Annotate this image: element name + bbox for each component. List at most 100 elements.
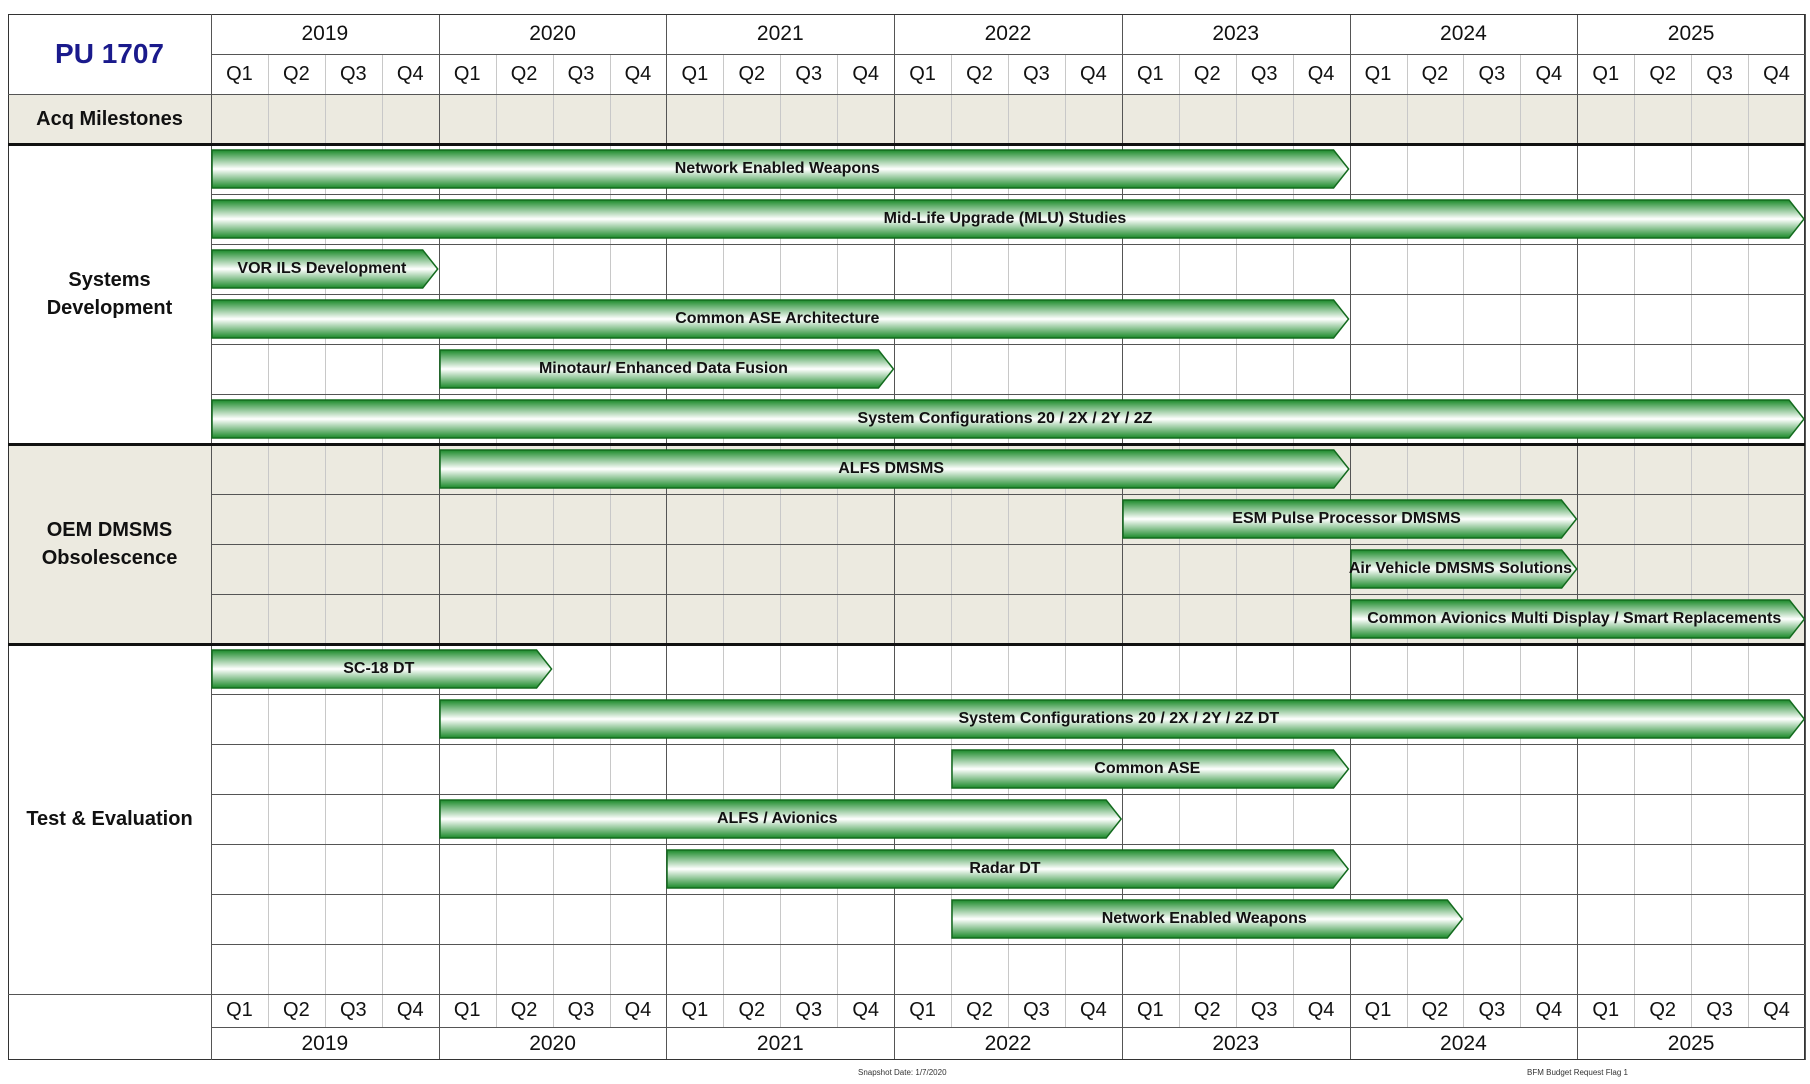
quarter-footer: Q4 — [1080, 999, 1107, 1021]
group-label: Test & Evaluation — [26, 808, 193, 830]
gantt-bar-label: System Configurations 20 / 2X / 2Y / 2Z … — [958, 710, 1280, 727]
year-gridline — [1577, 14, 1578, 1060]
quarter-footer: Q3 — [795, 999, 823, 1021]
gantt-bar: Common Avionics Multi Display / Smart Re… — [1349, 599, 1805, 639]
year-gridline — [1805, 14, 1806, 1060]
gantt-bar-arrow — [211, 649, 553, 689]
page-title: PU 1707 — [55, 38, 164, 69]
quarter-gridline — [1634, 54, 1635, 1027]
quarter-footer: Q1 — [681, 999, 709, 1021]
gantt-bar: Network Enabled Weapons — [211, 149, 1350, 189]
quarter-gridline — [723, 54, 724, 1027]
gantt-bar: Radar DT — [666, 849, 1350, 889]
gantt-bar-arrow — [211, 399, 1805, 439]
quarter-header: Q3 — [1706, 62, 1733, 85]
quarter-footer: Q2 — [1193, 999, 1221, 1021]
quarter-gridline — [1179, 54, 1180, 1027]
quarter-header: Q4 — [1080, 62, 1107, 85]
year-gridline — [439, 14, 440, 1060]
row-divider — [211, 244, 1805, 245]
quarter-footer: Q4 — [396, 999, 424, 1021]
quarter-header: Q3 — [567, 62, 595, 85]
gantt-bar-label: ESM Pulse Processor DMSMS — [1232, 510, 1461, 527]
row-divider — [211, 344, 1805, 345]
year-header: 2019 — [301, 22, 349, 45]
quarter-gridline — [1407, 54, 1408, 1027]
gantt-bar-label: VOR ILS Development — [237, 260, 407, 277]
quarter-footer: Q3 — [567, 999, 595, 1021]
quarter-gridline — [951, 54, 952, 1027]
group-divider — [8, 143, 1805, 146]
quarter-header: Q1 — [909, 62, 936, 85]
quarter-footer: Q1 — [1592, 999, 1620, 1021]
budget-flag: BFM Budget Request Flag 1 — [1527, 1068, 1628, 1077]
quarter-gridline — [1463, 54, 1464, 1027]
snapshot-date: Snapshot Date: 1/7/2020 — [858, 1068, 947, 1077]
year-header: 2024 — [1440, 22, 1487, 45]
row-divider — [211, 694, 1805, 695]
gantt-bar-label: ALFS / Avionics — [716, 810, 838, 827]
header-year-divider — [211, 54, 1805, 55]
quarter-header: Q3 — [339, 62, 367, 85]
quarter-footer: Q2 — [738, 999, 766, 1021]
quarter-gridline — [1293, 54, 1294, 1027]
gantt-bar-label: Air Vehicle DMSMS Solutions — [1348, 560, 1572, 577]
quarter-gridline — [1236, 54, 1237, 1027]
quarter-footer: Q1 — [1136, 999, 1164, 1021]
gantt-bar-arrow — [1122, 499, 1578, 539]
quarter-gridline — [780, 54, 781, 1027]
gantt-bar: ESM Pulse Processor DMSMS — [1122, 499, 1578, 539]
gantt-bar-label: Common ASE — [1094, 760, 1201, 777]
quarter-header: Q1 — [453, 62, 481, 85]
gantt-bar-arrow — [951, 749, 1350, 789]
year-footer: 2020 — [529, 1031, 576, 1055]
quarter-header: Q2 — [1193, 62, 1221, 85]
year-header: 2021 — [756, 22, 804, 45]
quarter-gridline — [553, 54, 554, 1027]
quarter-gridline — [268, 54, 269, 1027]
quarter-footer: Q3 — [1023, 999, 1050, 1021]
quarter-gridline — [1065, 54, 1066, 1027]
gantt-bar-arrow — [1349, 549, 1578, 589]
gantt-bar-label: System Configurations 20 / 2X / 2Y / 2Z — [857, 410, 1153, 427]
quarter-footer: Q4 — [1535, 999, 1563, 1021]
group-label: Systems Development — [46, 269, 173, 319]
quarter-footer: Q4 — [1307, 999, 1335, 1021]
label-column-divider — [211, 14, 212, 1060]
gantt-bar: ALFS / Avionics — [438, 799, 1122, 839]
quarter-header: Q1 — [1592, 62, 1620, 85]
quarter-footer: Q1 — [1364, 999, 1392, 1021]
quarter-footer: Q4 — [1763, 999, 1790, 1021]
gantt-bar-label: Radar DT — [969, 860, 1041, 877]
gantt-bar-arrow — [211, 299, 1350, 339]
quarter-header: Q4 — [396, 62, 424, 85]
year-footer: 2023 — [1212, 1031, 1260, 1055]
year-footer: 2019 — [301, 1031, 349, 1055]
row-divider — [211, 544, 1805, 545]
quarter-header: Q1 — [1136, 62, 1164, 85]
quarter-footer: Q2 — [1421, 999, 1449, 1021]
quarter-header: Q2 — [1421, 62, 1449, 85]
year-header: 2023 — [1212, 22, 1260, 45]
year-footer: 2024 — [1440, 1031, 1487, 1055]
gantt-bar: System Configurations 20 / 2X / 2Y / 2Z — [211, 399, 1805, 439]
row-divider — [211, 894, 1805, 895]
quarter-gridline — [1691, 54, 1692, 1027]
quarter-header: Q2 — [738, 62, 766, 85]
row-divider — [211, 194, 1805, 195]
row-divider — [211, 744, 1805, 745]
quarter-footer: Q1 — [909, 999, 936, 1021]
quarter-footer: Q2 — [966, 999, 993, 1021]
row-divider — [211, 944, 1805, 945]
quarter-footer: Q1 — [226, 999, 253, 1021]
quarter-gridline — [1520, 54, 1521, 1027]
row-divider — [211, 844, 1805, 845]
year-gridline — [666, 14, 667, 1060]
gantt-bar: Common ASE — [951, 749, 1350, 789]
gantt-bar: SC-18 DT — [211, 649, 553, 689]
gantt-bar-label: SC-18 DT — [343, 660, 415, 677]
year-gridline — [894, 14, 895, 1060]
quarter-header: Q4 — [1535, 62, 1563, 85]
gantt-bar: VOR ILS Development — [211, 249, 439, 289]
